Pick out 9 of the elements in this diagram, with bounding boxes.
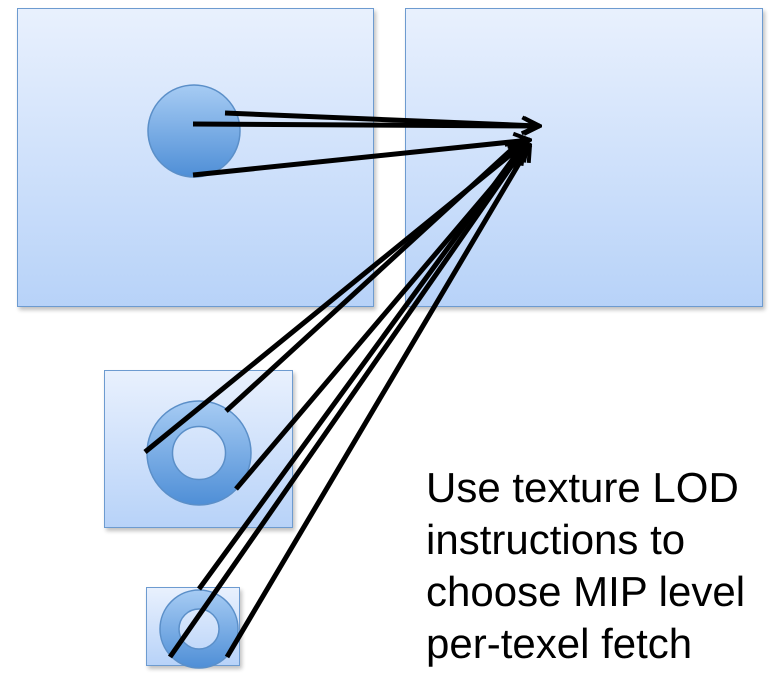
- arrow: [224, 143, 532, 658]
- arrow: [192, 132, 532, 178]
- panel-box: [17, 8, 374, 307]
- panel-box: [405, 8, 763, 307]
- arrow: [234, 143, 530, 491]
- arrow: [192, 116, 542, 136]
- panel-box: [146, 587, 240, 666]
- panel-box: [104, 370, 293, 528]
- note-text: Use texture LOD instructions to choose MIP level per-texel fetch: [426, 463, 746, 669]
